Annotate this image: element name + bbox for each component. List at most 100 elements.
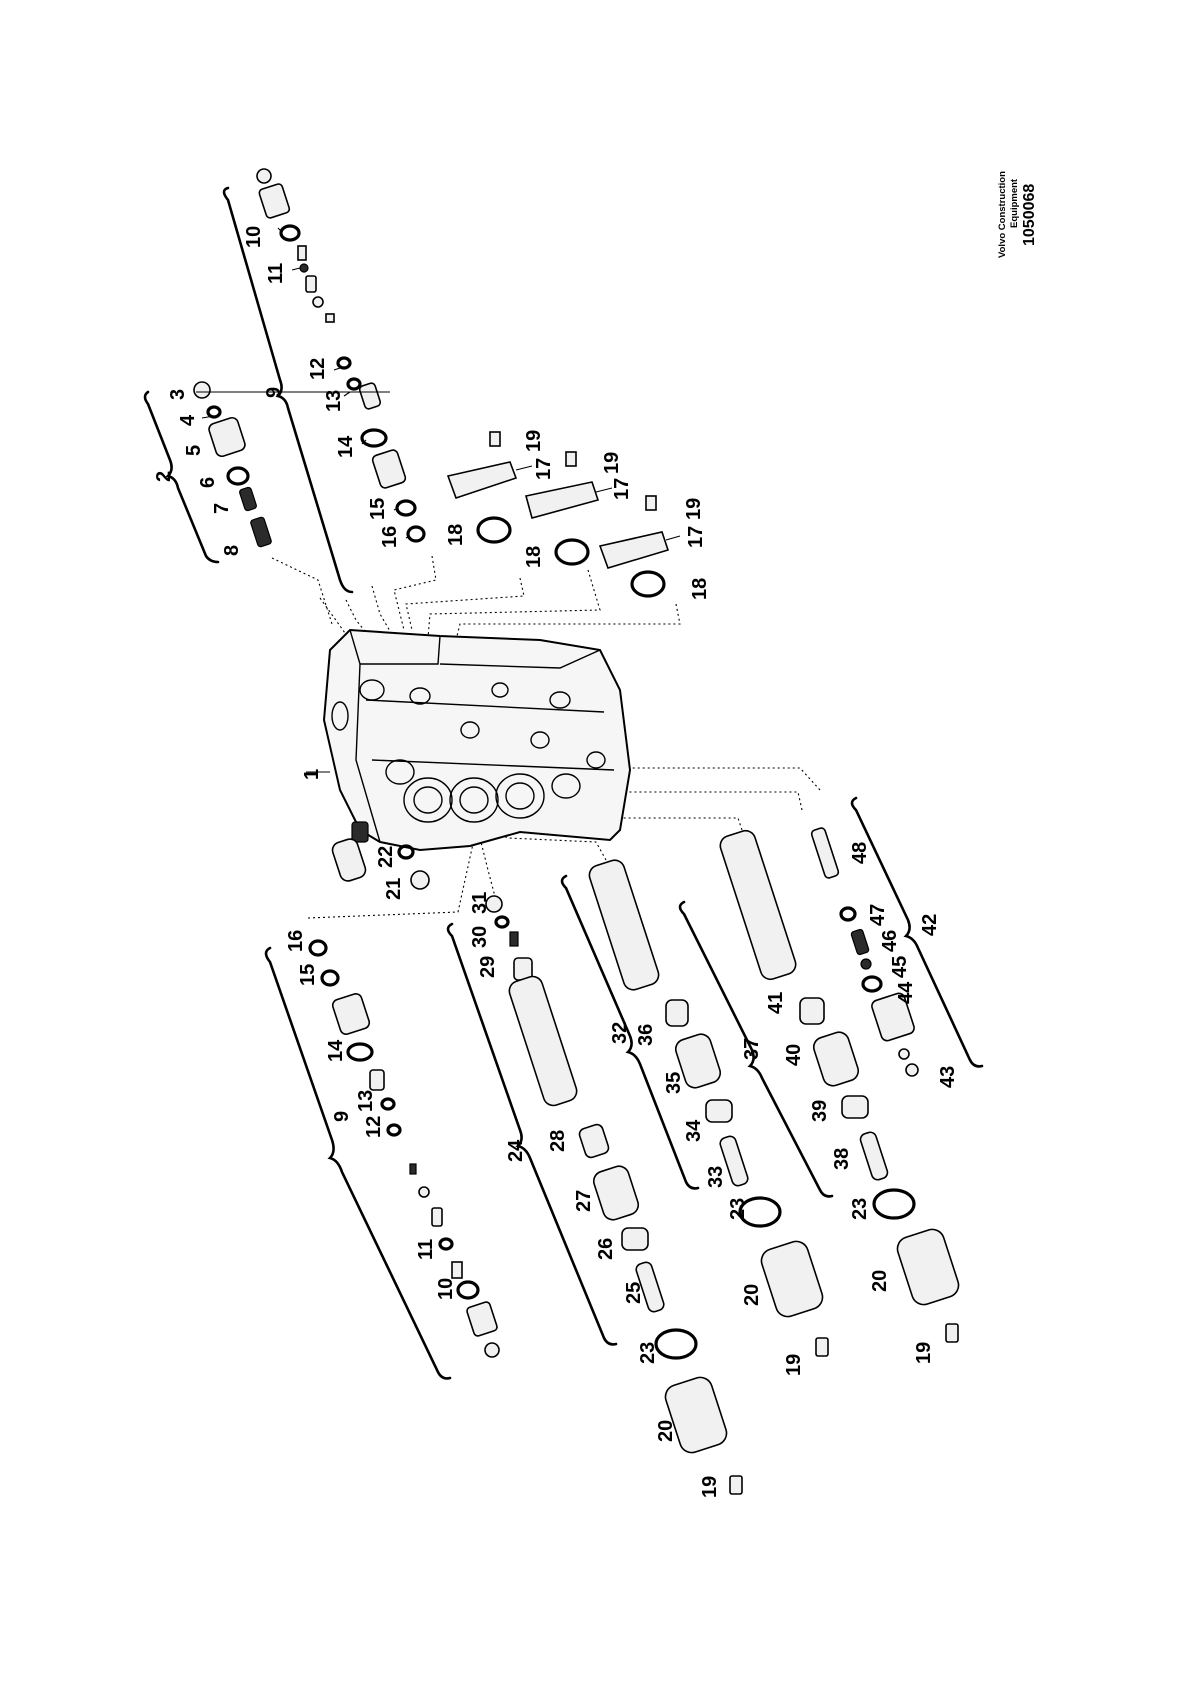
spring-part: [431, 1207, 443, 1227]
cover-plate-part: [446, 461, 518, 500]
o-ring-part: [320, 969, 340, 987]
callout-label: 28: [547, 1130, 569, 1152]
callout-label: 26: [595, 1238, 617, 1260]
screw-part: [645, 495, 657, 511]
callout-label: 21: [383, 878, 405, 900]
cap-part: [664, 1376, 728, 1454]
callout-label: 7: [211, 503, 233, 514]
callout-label: 9: [263, 387, 285, 398]
callout-label: 48: [849, 842, 871, 864]
callout-label: 37: [741, 1038, 763, 1060]
callout-label: 23: [727, 1198, 749, 1220]
callout-label: 5: [183, 445, 205, 456]
cap-part: [760, 1240, 824, 1318]
callout-label: 32: [609, 1022, 631, 1044]
callout-label: 20: [655, 1420, 677, 1442]
callout-label: 19: [913, 1342, 935, 1364]
ball-part: [860, 958, 872, 970]
o-ring-part: [456, 1280, 480, 1300]
retainer-part: [621, 1227, 649, 1251]
callout-label: 42: [919, 914, 941, 936]
callout-label: 14: [335, 435, 357, 458]
cover-plate-part: [525, 481, 600, 519]
callout-label: 11: [415, 1239, 437, 1260]
spool-part: [250, 516, 272, 548]
pin-part: [409, 1163, 417, 1175]
pin-part: [325, 313, 335, 323]
dotted-line: [371, 585, 395, 639]
callout-label: 19: [601, 452, 623, 474]
callout-label: 40: [783, 1044, 805, 1066]
callout-label: 15: [367, 498, 389, 520]
callout-label: 18: [445, 524, 467, 546]
callout-label: 33: [705, 1166, 727, 1188]
seat-part: [898, 1048, 910, 1060]
leader-lines: [196, 227, 681, 773]
plug-part: [410, 870, 430, 890]
callout-label: 20: [741, 1284, 763, 1306]
check-valve-part: [331, 838, 367, 882]
cap-part: [208, 416, 246, 458]
stop-part: [719, 1135, 749, 1187]
spool-part: [588, 859, 660, 991]
valve-part: [331, 993, 371, 1035]
stop-part: [635, 1261, 665, 1313]
callout-labels: 1 2 3 4 5 6 7 8 9 10 11 12 13 14 15 16 1…: [153, 226, 959, 1498]
o-ring-part: [654, 1328, 698, 1360]
seat-part: [312, 296, 324, 308]
spring-part: [674, 1033, 722, 1089]
dotted-line: [455, 603, 681, 641]
plug-part: [485, 895, 503, 913]
callout-label: 16: [285, 930, 307, 952]
callout-label: 12: [363, 1116, 385, 1138]
brace-group-2: [143, 390, 220, 564]
o-ring-part: [380, 1097, 396, 1111]
seat-part: [418, 1186, 430, 1198]
callout-label: 18: [689, 578, 711, 600]
spring-part: [239, 486, 257, 512]
callout-label: 31: [469, 892, 491, 914]
o-ring-part: [206, 405, 222, 419]
dotted-line: [271, 557, 333, 625]
o-ring-part: [360, 428, 388, 448]
o-ring-part: [630, 570, 666, 598]
screw-part: [565, 451, 577, 467]
callout-label: 17: [611, 478, 633, 500]
o-ring-part: [386, 1123, 402, 1137]
callout-label: 24: [505, 1139, 527, 1162]
spring-part: [592, 1165, 640, 1221]
dotted-line: [405, 577, 525, 631]
callout-label: 29: [477, 956, 499, 978]
callout-label: 18: [523, 546, 545, 568]
screw-part: [815, 1337, 829, 1357]
valve-part: [369, 1069, 385, 1091]
plug-part: [193, 381, 211, 399]
o-ring-part: [226, 466, 250, 486]
o-ring-part: [279, 224, 301, 242]
pin-part: [297, 245, 307, 261]
screw-part: [729, 1475, 743, 1495]
callout-label: 30: [469, 926, 491, 948]
callout-label: 10: [243, 226, 265, 248]
valve-part: [258, 183, 291, 219]
brace-group-9-top: [222, 186, 354, 594]
o-ring-part: [839, 906, 857, 922]
callout-label: 14: [325, 1039, 347, 1062]
credit-block: Volvo Construction Equipment 1050068: [997, 171, 1038, 258]
callout-label: 23: [849, 1198, 871, 1220]
callout-label: 23: [637, 1342, 659, 1364]
o-ring-part: [438, 1237, 454, 1251]
o-ring-part: [346, 1042, 374, 1062]
callout-label: 13: [323, 390, 345, 412]
callout-label: 12: [307, 358, 329, 380]
callout-label: 36: [635, 1024, 657, 1046]
callout-label: 39: [809, 1100, 831, 1122]
spring-part: [509, 931, 519, 947]
callout-label: 13: [355, 1090, 377, 1112]
dotted-line: [319, 597, 351, 641]
callout-label: 35: [663, 1072, 685, 1094]
o-ring-part: [872, 1188, 916, 1220]
o-ring-part: [476, 516, 512, 544]
callout-label: 19: [523, 430, 545, 452]
